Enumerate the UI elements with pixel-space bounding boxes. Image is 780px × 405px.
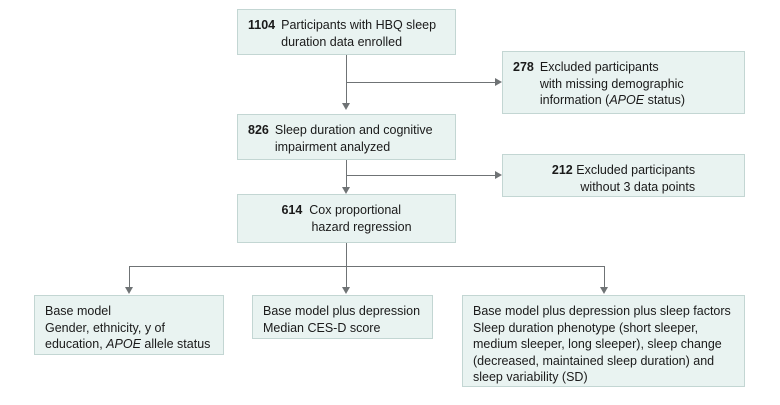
arrow-analyzed-to-cox bbox=[341, 187, 350, 194]
arrow-bus-to-base-model bbox=[124, 287, 133, 294]
node-base-model: Base model Gender, ethnicity, y of educa… bbox=[34, 295, 224, 355]
connector-bus-to-base-plus-depression bbox=[346, 266, 347, 287]
node-base-plus-sleep-line4: (decreased, maintained sleep duration) a… bbox=[473, 353, 715, 368]
node-base-plus-sleep-line1: Base model plus depression plus sleep fa… bbox=[473, 304, 731, 318]
arrow-bus-to-base-plus-sleep bbox=[599, 287, 608, 294]
connector-analyzed-to-excluded-datapoints bbox=[346, 175, 495, 176]
node-excluded-datapoints-label-line2: without 3 data points bbox=[580, 179, 696, 194]
connector-three-way-bus bbox=[129, 266, 604, 267]
arrow-enrolled-to-analyzed bbox=[341, 103, 350, 110]
node-cox-regression-label-line2: hazard regression bbox=[311, 219, 412, 234]
node-analyzed-count: 826 bbox=[248, 123, 269, 137]
node-base-model-line3: education, APOE allele status bbox=[45, 337, 211, 351]
node-base-model-line2: Gender, ethnicity, y of bbox=[45, 320, 165, 335]
gene-apoe-label-base: APOE bbox=[106, 337, 141, 351]
node-enrolled-count: 1104 bbox=[248, 18, 276, 32]
connector-enrolled-to-excluded-demographic bbox=[346, 82, 495, 83]
node-base-plus-depression-line2: Median CES-D score bbox=[263, 320, 381, 335]
node-base-plus-depression: Base model plus depression Median CES-D … bbox=[252, 295, 433, 339]
connector-bus-to-base-plus-sleep bbox=[604, 266, 605, 287]
connector-bus-to-base-model bbox=[129, 266, 130, 287]
node-base-plus-sleep-line3: medium sleeper, long sleeper), sleep cha… bbox=[473, 337, 722, 351]
node-excluded-demographic-count: 278 bbox=[513, 60, 534, 74]
node-excluded-datapoints-label-line1: Excluded participants bbox=[576, 163, 696, 177]
arrow-bus-to-base-plus-depression bbox=[341, 287, 350, 294]
connector-cox-stem bbox=[346, 243, 347, 266]
connector-analyzed-to-cox bbox=[346, 160, 347, 187]
connector-enrolled-to-analyzed bbox=[346, 55, 347, 103]
gene-apoe-label: APOE bbox=[609, 93, 645, 107]
node-base-plus-sleep-line2: Sleep duration phenotype (short sleeper, bbox=[473, 320, 699, 335]
node-base-plus-depression-plus-sleep: Base model plus depression plus sleep fa… bbox=[462, 295, 745, 387]
node-cox-regression-label-line1: Cox proportional bbox=[309, 203, 401, 217]
node-base-model-line1: Base model bbox=[45, 304, 112, 318]
node-base-plus-sleep-line5: sleep variability (SD) bbox=[473, 370, 588, 384]
node-excluded-datapoints: 212 Excluded participants without 3 data … bbox=[502, 154, 745, 197]
node-cox-regression: 614 Cox proportional hazard regression bbox=[237, 194, 456, 243]
node-excluded-datapoints-count: 212 bbox=[551, 163, 573, 177]
arrow-enrolled-to-excluded-demographic bbox=[495, 77, 502, 86]
arrow-analyzed-to-excluded-datapoints bbox=[495, 170, 502, 179]
node-base-plus-depression-line1: Base model plus depression bbox=[263, 304, 421, 318]
node-cox-regression-count: 614 bbox=[281, 203, 303, 217]
